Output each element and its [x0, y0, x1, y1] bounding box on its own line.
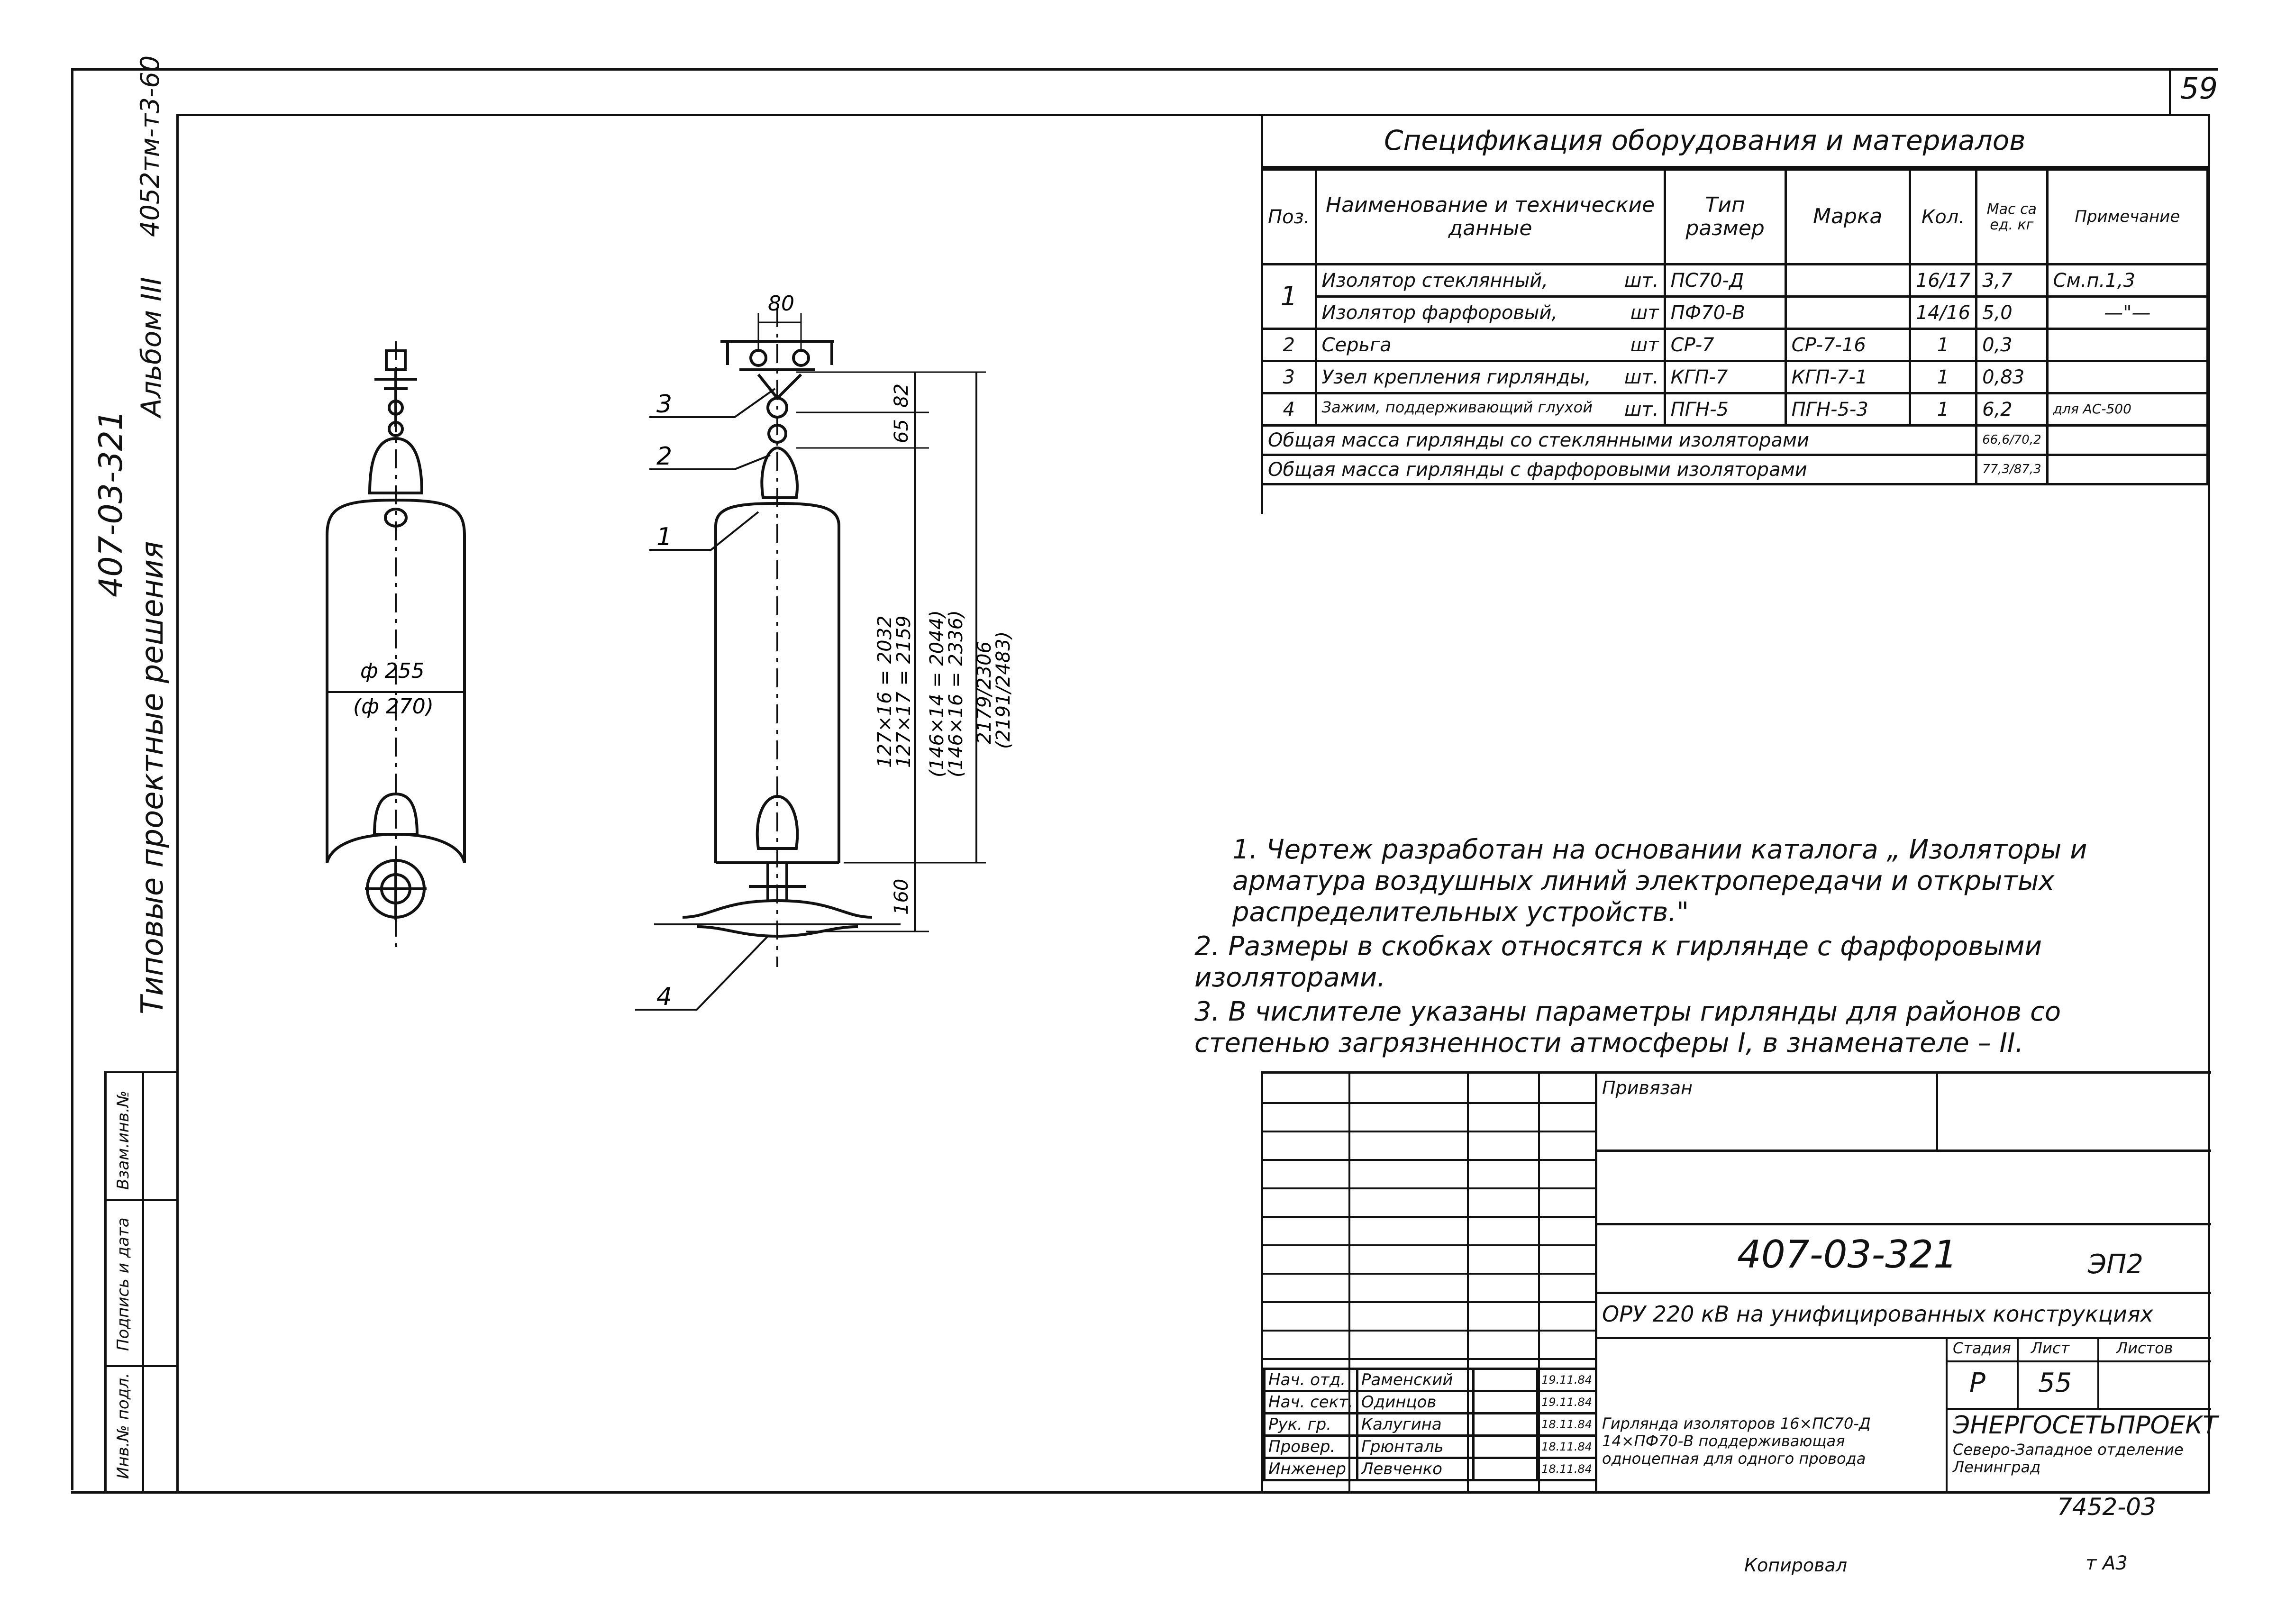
org-name: ЭНЕРГОСЕТЬПРОЕКТ — [1953, 1411, 2218, 1440]
doc-code: 407-03-321 — [1737, 1232, 1958, 1277]
dia-alt-label: (ф 270) — [353, 694, 434, 719]
spec-title: Спецификация оборудования и материалов — [1384, 124, 2026, 156]
frame-left-strip-divider — [104, 1071, 107, 1491]
title-grid — [1263, 1074, 1597, 1494]
dim-160: 160 — [891, 879, 912, 915]
drawing-title: Гирлянда изоляторов 16×ПС70-Д 14×ПФ70-В … — [1602, 1414, 1871, 1468]
stamp-col-line — [142, 1071, 144, 1491]
total-row: Общая масса гирлянды с фарфоровыми изоля… — [1260, 454, 2209, 485]
frame-top — [71, 68, 2218, 71]
sheet-value: 55 — [2038, 1368, 2072, 1398]
total-row: Общая масса гирлянды со стеклянными изол… — [1260, 424, 2209, 456]
callout-2: 2 — [656, 442, 672, 471]
callout-4: 4 — [656, 983, 672, 1011]
frame-bottom — [71, 1491, 2210, 1494]
frame-left-inner — [176, 114, 179, 1493]
callout-3: 3 — [656, 390, 672, 419]
col-pos: Поз. — [1261, 168, 1317, 265]
dim-65: 65 — [891, 419, 912, 443]
notes: 1. Чертеж разработан на основании катало… — [1194, 834, 2190, 1059]
org-branch: Северо-Западное отделение Ленинград — [1953, 1441, 2184, 1476]
sheets-label: Листов — [2116, 1339, 2173, 1357]
frame-right — [2208, 114, 2210, 1493]
stage-label: Стадия — [1953, 1339, 2011, 1357]
chain-line-4: (146×16 = 2336) — [945, 610, 967, 777]
dia-main-label: ф 255 — [360, 659, 425, 683]
copied-label: Копировал — [1744, 1555, 1848, 1576]
dim-82: 82 — [891, 383, 912, 408]
table-row: Изолятор фарфоровый,шт ПФ70-В 14/16 5,0 … — [1262, 295, 2209, 330]
inv-number: 7452-03 — [2057, 1493, 2156, 1521]
frame-inner-top — [176, 114, 2209, 116]
spec-table: Поз. Наименование и технические данные Т… — [1260, 168, 2209, 485]
chain-line-1: 127×16 = 2032 — [874, 615, 896, 768]
frame-left-outer — [71, 68, 73, 1490]
insulator-drawing: ф 255 (ф 270) 80 82 65 160 127×16 = 2032… — [326, 292, 1014, 1011]
spec-title-underline — [1261, 166, 2209, 168]
col-qty: Кол. — [1908, 168, 1978, 265]
col-name: Наименование и технические данные — [1314, 168, 1666, 265]
dim-top-80: 80 — [768, 292, 794, 316]
note-3: 3. В числителе указаны параметры гирлянд… — [1194, 996, 2061, 1059]
chain-line-3: (146×14 = 2044) — [926, 610, 948, 777]
stamp-inv: Инв.№ подл. — [114, 1373, 133, 1479]
stamp-replace: Взам.инв.№ — [114, 1090, 133, 1190]
project-title: ОРУ 220 кВ на унифицированных конструкци… — [1602, 1301, 2153, 1327]
col-type: Тип размер — [1663, 168, 1787, 265]
note-1: 1. Чертеж разработан на основании катало… — [1232, 834, 2087, 928]
stamp-h3 — [104, 1365, 176, 1367]
privyazan-label: Привязан — [1602, 1077, 1693, 1098]
stage-value: Р — [1969, 1368, 1985, 1398]
chain-line-6: (2191/2483) — [993, 631, 1014, 749]
page-number-box-left — [2169, 68, 2171, 114]
sheet-label: Лист — [2031, 1339, 2070, 1357]
col-mark: Марка — [1784, 168, 1911, 265]
stamp-sign: Подпись и дата — [114, 1217, 133, 1351]
col-note: Примечание — [2046, 168, 2209, 265]
note-2: 2. Размеры в скобках относятся к гирлянд… — [1194, 931, 2042, 994]
table-row: 3 Узел крепления гирлянды,шт. КГП-7 КГП-… — [1261, 360, 2209, 394]
callout-1: 1 — [656, 523, 672, 551]
stamp-h1 — [104, 1071, 176, 1073]
format-label: т А3 — [2086, 1552, 2128, 1574]
chain-line-5: 2179/2306 — [974, 641, 995, 744]
sheet-code: ЭП2 — [2088, 1249, 2143, 1280]
chain-line-2: 127×17 = 2159 — [893, 615, 915, 768]
col-mass: Мас са ед. кг — [1975, 168, 2049, 265]
page-number: 59 — [2180, 71, 2218, 106]
stamp-h2 — [104, 1199, 176, 1201]
table-row: 1 Изолятор стеклянный,шт. ПС70-Д 16/17 3… — [1261, 263, 2209, 330]
